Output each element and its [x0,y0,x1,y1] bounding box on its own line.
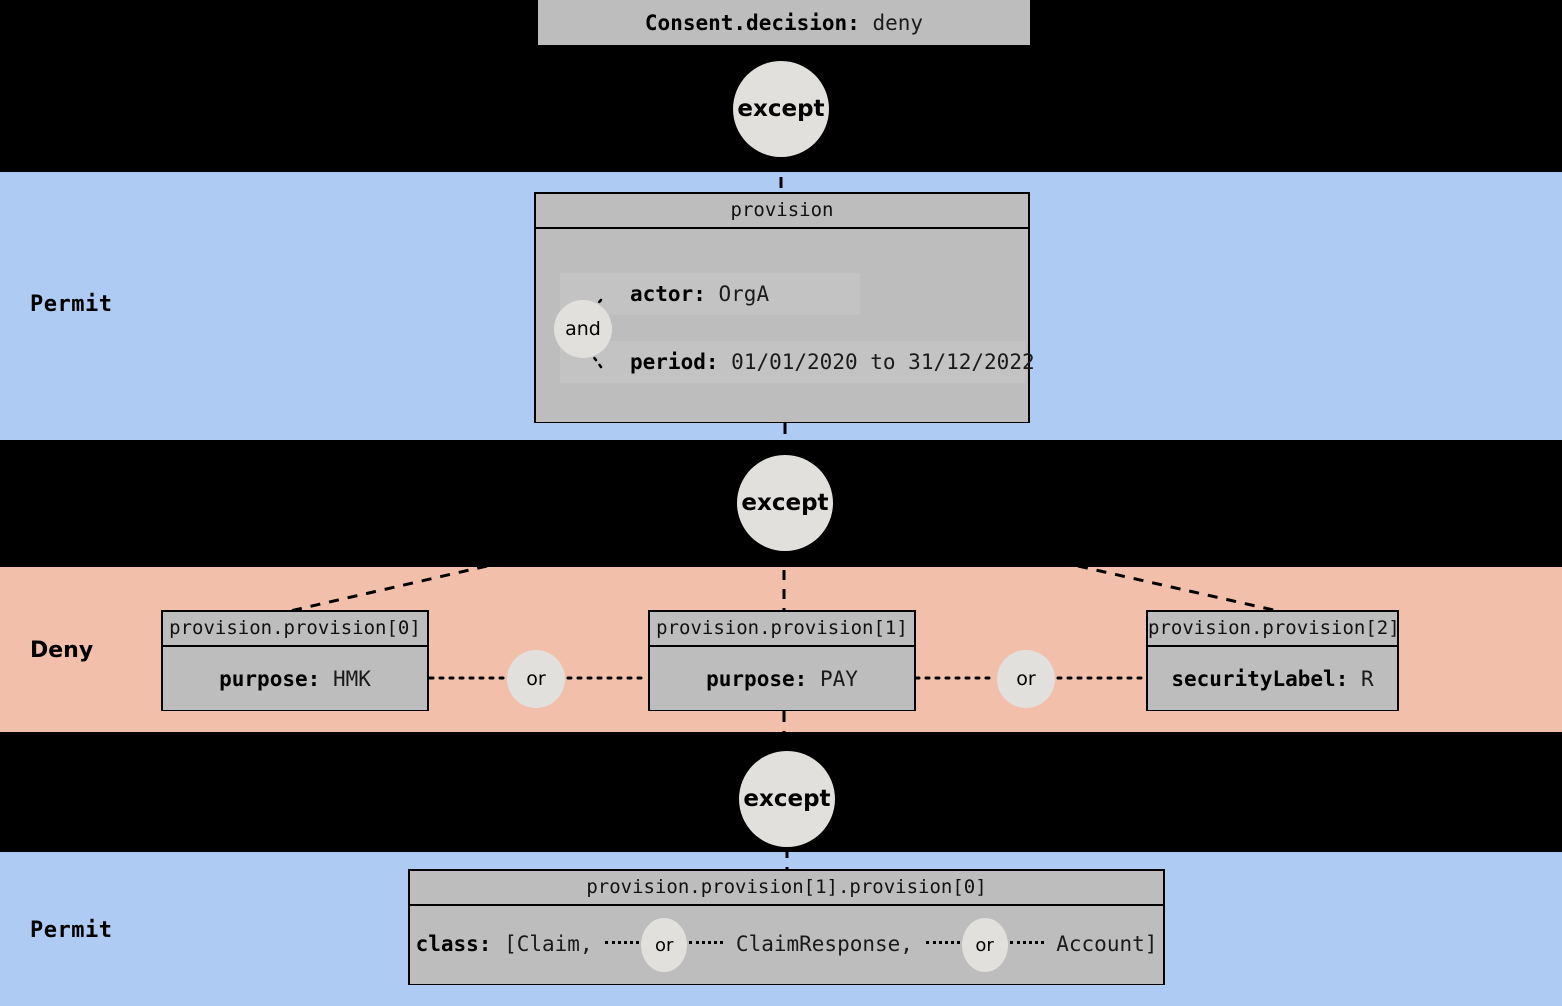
operator-or-inline-1[interactable]: or [641,918,688,972]
attr-security-label: securityLabel: R [1171,667,1373,691]
node-nested-provision-body: class: [Claim, or ClaimResponse, or Acco… [410,906,1163,984]
consent-decision-text: Consent.decision: deny [645,11,923,35]
operator-except-3[interactable]: except [739,751,835,847]
operator-or-1[interactable]: or [507,650,565,708]
band-label-permit-bottom: Permit [30,918,113,943]
attr-period-key: period: [630,350,719,374]
attr-actor-value: OrgA [718,282,770,306]
operator-except-2[interactable]: except [737,455,833,551]
attr-actor-key: actor: [630,282,706,306]
attr-purpose-pay-value: PAY [819,666,858,691]
operator-or-inline-2[interactable]: or [961,918,1008,972]
attr-purpose-hmk: purpose: HMK [219,667,371,691]
node-provision-0-body: purpose: HMK [163,647,427,710]
inline-dots-1 [605,940,640,944]
attr-class-claimresponse: ClaimResponse, [735,932,913,956]
inline-dots-3 [925,940,960,944]
operator-except-1[interactable]: except [733,61,829,157]
node-provision-2[interactable]: provision.provision[2] securityLabel: R [1146,610,1400,711]
consent-decision-value: deny [872,10,924,35]
attr-actor: actor: OrgA [630,282,769,306]
band-label-deny: Deny [30,638,94,663]
consent-decision-key: Consent.decision: [644,10,860,35]
attr-purpose-hmk-key: purpose: [219,666,321,691]
node-nested-provision-header: provision.provision[1].provision[0] [410,871,1163,906]
node-provision-2-header: provision.provision[2] [1148,612,1400,647]
attr-class-claim: [Claim, [504,932,593,956]
inline-dots-2 [689,940,724,944]
node-provision-0[interactable]: provision.provision[0] purpose: HMK [161,610,429,711]
node-provision-2-body: securityLabel: R [1148,647,1397,710]
node-provision-1[interactable]: provision.provision[1] purpose: PAY [648,610,916,711]
band-label-permit-top: Permit [30,292,113,317]
node-provision[interactable]: provision actor: OrgA period: 01/01/2020… [534,192,1035,423]
attr-row-actor: actor: OrgA [560,273,860,315]
attr-purpose-hmk-value: HMK [332,666,371,691]
attr-row-period: period: 01/01/2020 to 31/12/2022 [560,341,1035,383]
node-provision-1-body: purpose: PAY [650,647,914,710]
attr-class-account: Account] [1056,932,1158,956]
attr-period-value: 01/01/2020 to 31/12/2022 [731,350,1035,374]
inline-dots-4 [1009,940,1044,944]
attr-class: class: [Claim, or ClaimResponse, or Acco… [415,918,1158,972]
consent-decision-banner: Consent.decision: deny [538,0,1030,45]
attr-security-label-value: R [1361,666,1374,691]
node-provision-body: actor: OrgA period: 01/01/2020 to 31/12/… [536,229,1035,422]
node-provision-0-header: provision.provision[0] [163,612,427,647]
attr-purpose-pay-key: purpose: [706,666,808,691]
attr-security-label-key: securityLabel: [1171,666,1349,691]
operator-and[interactable]: and [554,300,612,358]
node-nested-provision[interactable]: provision.provision[1].provision[0] clas… [408,869,1165,985]
attr-purpose-pay: purpose: PAY [706,667,858,691]
attr-class-key: class: [415,932,492,956]
attr-period: period: 01/01/2020 to 31/12/2022 [630,350,1035,374]
node-provision-1-header: provision.provision[1] [650,612,914,647]
operator-or-2[interactable]: or [997,650,1055,708]
node-provision-header: provision [536,194,1028,229]
